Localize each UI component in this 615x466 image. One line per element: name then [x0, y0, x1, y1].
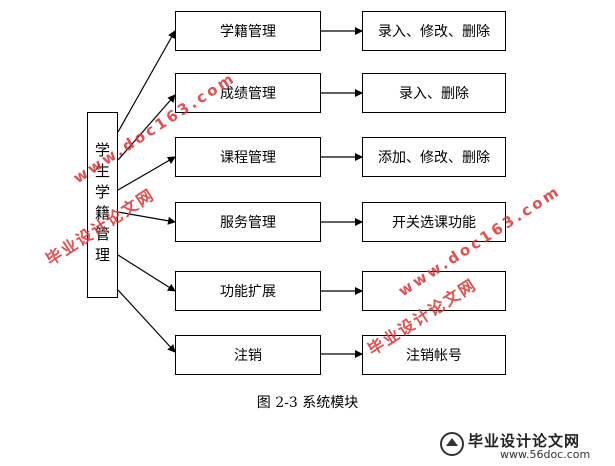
module-label: 注销: [234, 348, 262, 364]
function-label: 注销帐号: [406, 348, 462, 364]
arrow-root-to-mod-4: [117, 254, 176, 292]
module-box-courses: 课程管理: [175, 137, 321, 177]
function-box-logout: 注销帐号: [362, 335, 506, 375]
arrow-root-to-mod-1: [117, 94, 176, 161]
function-label: 录入、删除: [399, 86, 469, 102]
root-node: 学生学籍管理: [87, 112, 118, 298]
module-label: 功能扩展: [220, 284, 276, 300]
root-label: 学生学籍管理: [93, 142, 111, 268]
logo-url: www.56doc.com: [500, 448, 591, 461]
logo-mark-icon: [440, 432, 464, 456]
function-label: 录入、修改、删除: [378, 24, 490, 40]
arrow-root-to-mod-2: [117, 156, 176, 191]
module-label: 课程管理: [220, 150, 276, 166]
function-box-extensions: [362, 271, 506, 311]
function-box-services: 开关选课功能: [362, 202, 506, 242]
figure-caption: 图 2-3 系统模块: [256, 395, 359, 411]
function-box-courses: 添加、修改、删除: [362, 137, 506, 177]
module-box-services: 服务管理: [175, 202, 321, 242]
module-box-enrollment: 学籍管理: [175, 11, 321, 51]
module-box-extensions: 功能扩展: [175, 271, 321, 311]
function-box-grades: 录入、删除: [362, 73, 506, 113]
function-label: 添加、修改、删除: [378, 150, 490, 166]
arrow-root-to-mod-5: [117, 289, 176, 353]
site-logo: 毕业设计论文网 www.56doc.com: [440, 430, 610, 464]
module-label: 学籍管理: [220, 24, 276, 40]
module-label: 成绩管理: [220, 86, 276, 102]
logo-name: 毕业设计论文网: [468, 432, 581, 450]
module-box-grades: 成绩管理: [175, 73, 321, 113]
arrow-root-to-mod-3: [117, 211, 176, 225]
function-box-enrollment: 录入、修改、删除: [362, 11, 506, 51]
module-label: 服务管理: [220, 215, 276, 231]
arrow-root-to-mod-0: [117, 30, 176, 133]
module-box-logout: 注销: [175, 335, 321, 375]
function-label: 开关选课功能: [392, 215, 476, 231]
